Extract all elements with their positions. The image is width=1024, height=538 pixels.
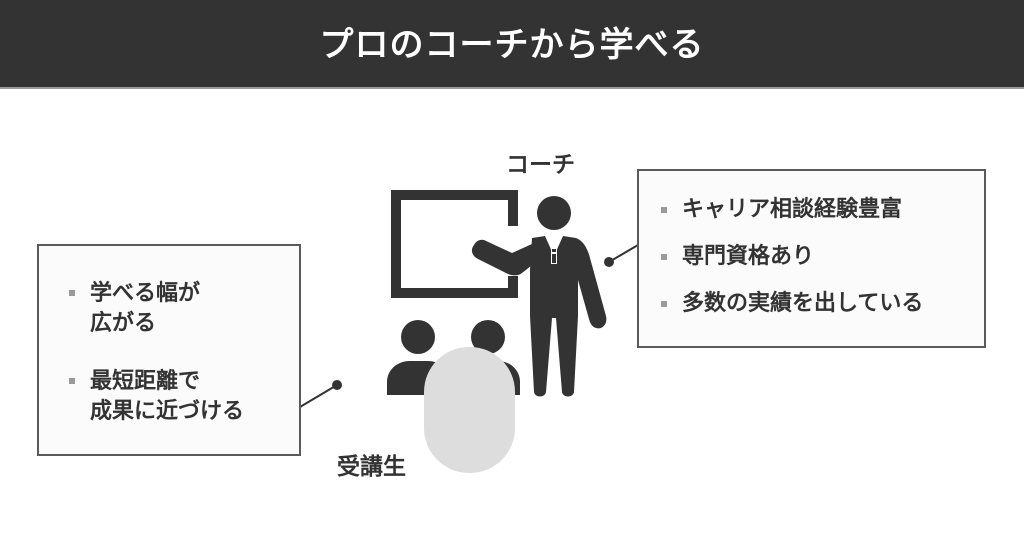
list-item-text: 広がる	[90, 311, 157, 336]
bullet-square-icon	[661, 254, 667, 260]
whiteboard-icon	[391, 190, 518, 298]
list-item: 学べる幅が 広がる	[69, 279, 244, 339]
bullet-square-icon	[69, 378, 75, 384]
audience-icon	[387, 320, 520, 395]
bullet-square-icon	[69, 290, 75, 296]
list-item: 専門資格あり	[661, 243, 923, 270]
student-benefits-box: 学べる幅が 広がる 最短距離で 成果に近づける	[37, 244, 301, 456]
coach-qualifications-list: キャリア相談経験豊富 専門資格あり 多数の実績を出している	[661, 196, 923, 337]
list-item-text: 専門資格あり	[682, 244, 815, 269]
list-item-text: 成果に近づける	[90, 399, 245, 424]
presenter-icon	[471, 196, 607, 397]
connector-right	[604, 244, 639, 267]
students-label: 受講生	[337, 454, 406, 480]
blank-person-placeholder	[424, 347, 515, 473]
list-item: キャリア相談経験豊富	[661, 196, 923, 223]
coach-qualifications-box: キャリア相談経験豊富 専門資格あり 多数の実績を出している	[637, 169, 986, 348]
page-title: プロのコーチから学べる	[319, 25, 705, 65]
list-item: 多数の実績を出している	[661, 290, 923, 317]
list-item-text: 多数の実績を出している	[682, 291, 924, 316]
student-benefits-list: 学べる幅が 広がる 最短距離で 成果に近づける	[69, 279, 244, 455]
connector-left	[299, 380, 342, 408]
list-item-text: 学べる幅が	[90, 281, 201, 306]
coach-label: コーチ	[506, 152, 575, 178]
bullet-square-icon	[661, 301, 667, 307]
list-item-text: 最短距離で	[90, 369, 201, 394]
list-item: 最短距離で 成果に近づける	[69, 367, 244, 427]
list-item-text: キャリア相談経験豊富	[682, 197, 903, 222]
bullet-square-icon	[661, 207, 667, 213]
header-bar: プロのコーチから学べる	[0, 0, 1024, 89]
